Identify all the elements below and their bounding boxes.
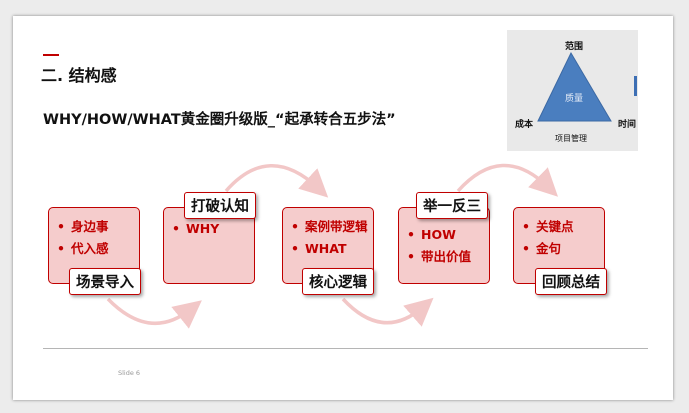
triangle-top-label: 范围 — [565, 42, 584, 52]
step-tag-2: 打破认知 — [184, 192, 256, 219]
bullet-item: •带出价值 — [407, 249, 472, 264]
project-triangle-diagram: 范围 质量 成本 时间 项目管理 — [507, 30, 638, 151]
bullet-item: •身边事 — [57, 219, 109, 234]
bullet-item: •关键点 — [522, 219, 574, 234]
decorative-blue-edge — [634, 76, 637, 96]
step-5-bullets: •关键点 •金句 — [522, 216, 574, 260]
step-tag-1: 场景导入 — [69, 268, 141, 295]
step-4-bullets: •HOW •带出价值 — [407, 224, 471, 268]
title-accent-line — [43, 54, 59, 56]
slide: 二. 结构感 WHY/HOW/WHAT黄金圈升级版_“起承转合五步法” 范围 质… — [13, 16, 673, 400]
slide-subtitle: WHY/HOW/WHAT黄金圈升级版_“起承转合五步法” — [43, 112, 396, 128]
step-3-bullets: •案例带逻辑 •WHAT — [291, 216, 368, 260]
triangle-left-label: 成本 — [515, 120, 534, 130]
step-tag-3: 核心逻辑 — [302, 268, 374, 295]
bullet-item: •代入感 — [57, 241, 109, 256]
step-2-bullets: •WHY — [172, 218, 219, 240]
bullet-item: •金句 — [522, 241, 562, 256]
triangle-right-label: 时间 — [618, 120, 637, 130]
footer-divider — [43, 348, 648, 349]
step-tag-5: 回顾总结 — [535, 268, 607, 295]
triangle-center-label: 质量 — [565, 94, 584, 104]
bullet-item: •案例带逻辑 — [291, 219, 368, 234]
triangle-caption: 项目管理 — [555, 134, 587, 143]
bullet-item: •WHY — [172, 221, 220, 236]
section-title: 二. 结构感 — [41, 66, 117, 85]
step-tag-4: 举一反三 — [416, 192, 488, 219]
slide-number: Slide 6 — [118, 369, 141, 377]
bullet-item: •WHAT — [291, 241, 347, 256]
bullet-item: •HOW — [407, 227, 456, 242]
step-1-bullets: •身边事 •代入感 — [57, 216, 109, 260]
triangle-shape — [537, 51, 612, 122]
step-connector-arcs — [106, 163, 559, 329]
